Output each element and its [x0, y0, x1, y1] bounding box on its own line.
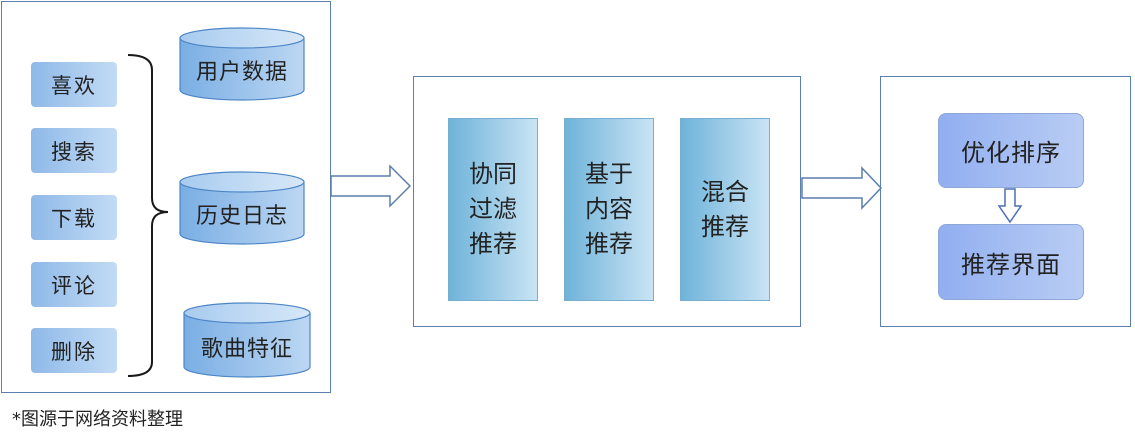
database-history-log — [179, 171, 305, 245]
algorithm-line: 推荐 — [701, 212, 749, 241]
database-user-data — [179, 27, 305, 101]
action-search: 搜索 — [31, 128, 117, 173]
action-delete: 删除 — [31, 328, 117, 373]
algorithm-collaborative-filtering: 协同 过滤 推荐 — [448, 118, 538, 301]
algorithm-line: 基于 — [585, 160, 633, 188]
algorithm-hybrid: 混合 推荐 — [680, 118, 770, 301]
recommend-interface-box: 推荐界面 — [938, 224, 1084, 300]
curly-brace — [127, 54, 169, 377]
arrow-right-icon — [801, 166, 883, 210]
arrow-down-icon — [997, 188, 1023, 224]
action-download: 下载 — [31, 195, 117, 240]
algorithm-line: 推荐 — [469, 230, 517, 258]
optimize-sort-box: 优化排序 — [938, 113, 1084, 188]
data-source-label: 用户数据 — [195, 60, 288, 85]
action-like: 喜欢 — [31, 62, 117, 107]
algorithm-line: 过滤 — [469, 195, 517, 223]
algorithm-line: 推荐 — [585, 230, 633, 258]
algorithm-content-based: 基于 内容 推荐 — [564, 118, 654, 301]
data-source-label: 历史日志 — [195, 204, 288, 229]
action-comment: 评论 — [31, 262, 117, 307]
arrow-right-icon — [330, 164, 412, 208]
algorithm-line: 内容 — [585, 195, 633, 223]
algorithm-line: 协同 — [469, 160, 517, 188]
database-song-features — [183, 302, 311, 378]
source-note: *图源于网络资料整理 — [12, 409, 183, 430]
algorithm-line: 混合 — [701, 177, 749, 206]
data-source-label: 歌曲特征 — [200, 337, 293, 362]
